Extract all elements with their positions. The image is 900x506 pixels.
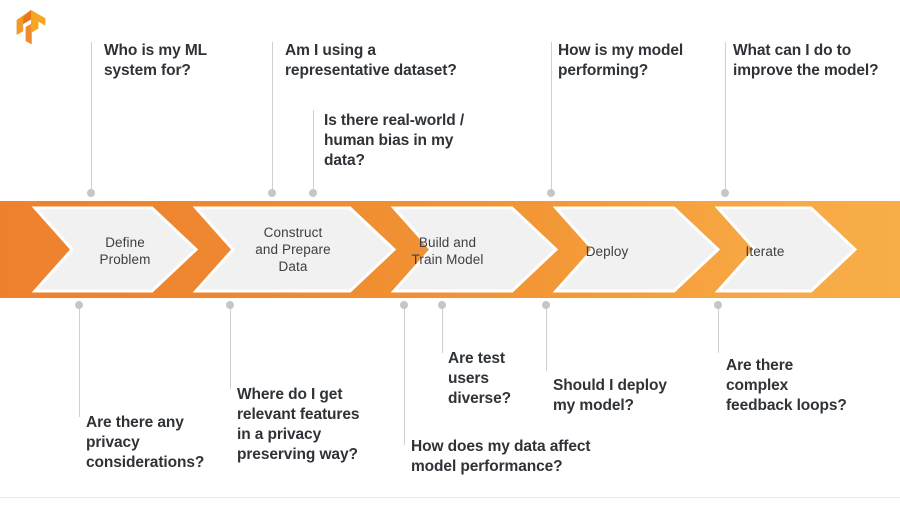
connector-line-below-4 [442,305,443,353]
step-label-construct-and-prepare-data: Construct and Prepare Data [255,225,331,274]
callout-where-do-i-get-relevant-features: Where do I get relevant features in a pr… [237,386,360,463]
connector-line-below-3 [404,305,405,445]
connector-line-above-1 [91,42,92,193]
chevron-shapes [31,206,858,293]
connector-dot-above-5 [721,189,729,197]
connector-dot-below-2 [226,301,234,309]
step-label-deploy: Deploy [585,244,629,259]
callout-are-there-complex-feedback-loops: Are there complex feedback loops? [726,357,847,414]
callout-are-test-users-diverse: Are test users diverse? [448,350,511,407]
callout-how-is-my-model-performing: How is my model performing? [558,42,684,79]
connector-dot-above-2 [268,189,276,197]
chevron-construct-and-prepare-data [192,206,397,293]
step-label-build-and-train-model: Build and Train Model [411,235,484,267]
connector-dot-above-4 [547,189,555,197]
banner-chevrons [31,206,858,293]
connector-line-below-6 [718,305,719,353]
step-label-iterate: Iterate [745,244,785,259]
bottom-divider [0,497,900,498]
chevron-define-problem [31,206,199,293]
step-label-define-problem: Define Problem [99,235,151,267]
connector-line-above-3 [313,110,314,193]
callout-should-i-deploy-my-model: Should I deploy my model? [553,377,667,414]
connector-dot-below-4 [438,301,446,309]
connector-line-above-5 [725,42,726,193]
connector-line-below-5 [546,305,547,371]
callout-are-there-any-privacy-considerations: Are there any privacy considerations? [86,414,205,471]
connector-dot-below-3 [400,301,408,309]
callout-how-does-my-data-affect-model-performance: How does my data affect model performanc… [411,438,591,475]
ml-workflow-banner: Define Problem Construct and Prepare Dat… [0,201,900,298]
chevron-build-and-train-model [390,206,559,293]
connector-line-above-4 [551,42,552,193]
connector-dot-above-1 [87,189,95,197]
connector-dot-below-1 [75,301,83,309]
callout-is-there-real-world-human-bias: Is there real-world / human bias in my d… [324,112,465,169]
connector-dot-below-5 [542,301,550,309]
callout-what-can-i-do-to-improve-the-model: What can I do to improve the model? [733,42,879,79]
connector-line-below-1 [79,305,80,417]
tensorflow-logo [14,8,48,46]
connector-line-above-2 [272,42,273,193]
chevron-deploy [552,206,721,293]
connector-line-below-2 [230,305,231,389]
chevron-iterate [714,206,858,293]
callout-who-is-my-ml-system-for: Who is my ML system for? [104,42,207,79]
connector-dot-above-3 [309,189,317,197]
callout-am-i-using-a-representative-dataset: Am I using a representative dataset? [285,42,457,79]
connector-dot-below-6 [714,301,722,309]
